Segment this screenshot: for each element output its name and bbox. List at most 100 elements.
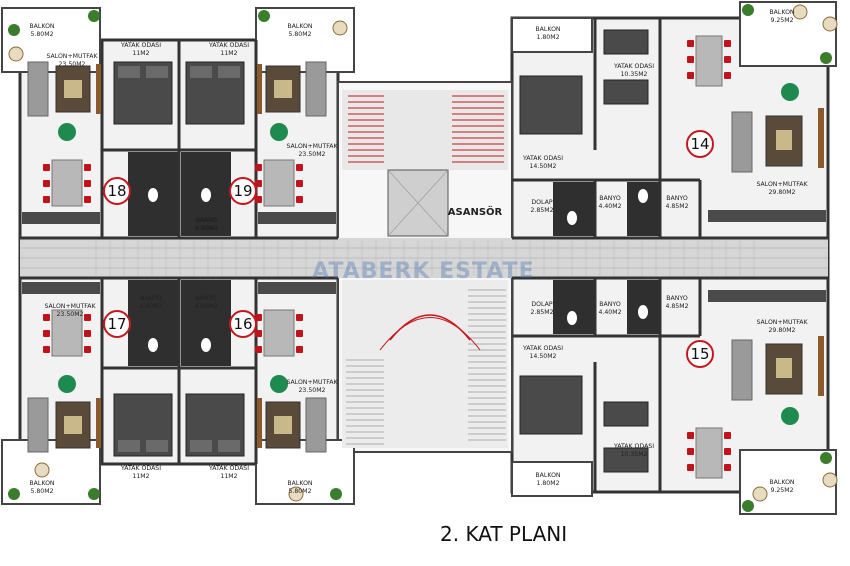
- room-area: 2.85M2: [530, 309, 553, 316]
- sofa-16: [305, 397, 327, 453]
- balcony-15-small: [511, 461, 593, 497]
- dining-table-18: [51, 159, 83, 207]
- dining-table-14: [695, 35, 723, 87]
- plan-title: 2. KAT PLANI: [440, 522, 568, 546]
- dining-chair: [84, 346, 91, 353]
- dining-chair: [687, 72, 694, 79]
- room-name: SALON+MUTFAK: [286, 379, 338, 386]
- dining-chair: [724, 72, 731, 79]
- unit-number-15: 15: [690, 345, 709, 363]
- bed-15-master: [519, 375, 583, 435]
- room-area: 4.00M2: [139, 303, 162, 310]
- room-area: 14.50M2: [530, 163, 557, 170]
- dining-chair: [255, 314, 262, 321]
- dining-chair: [296, 164, 303, 171]
- unit-number-circle-14: [686, 130, 714, 158]
- dining-chair: [687, 432, 694, 439]
- dining-chair: [296, 196, 303, 203]
- room-area: 9.25M2: [770, 17, 793, 24]
- room-area: 23.50M2: [59, 61, 86, 68]
- bath-14a: [553, 182, 595, 236]
- balcony-14-small: [511, 17, 593, 53]
- room-name: BALKON: [769, 9, 795, 16]
- room-name: BALKON: [769, 479, 795, 486]
- unit-number-circle-16: [229, 310, 257, 338]
- dining-chair: [255, 330, 262, 337]
- dining-chair: [84, 164, 91, 171]
- room-area: 11M2: [132, 473, 149, 480]
- bed-14-small: [603, 29, 649, 55]
- dining-chair: [296, 314, 303, 321]
- unit-number-circle-17: [103, 310, 131, 338]
- room-name: YATAK ODASI: [613, 63, 654, 70]
- room-name: BALKON: [535, 26, 561, 33]
- sofa-19: [305, 61, 327, 117]
- bed-14-master: [519, 75, 583, 135]
- dining-chair: [724, 56, 731, 63]
- dining-chair: [84, 196, 91, 203]
- room-name: YATAK ODASI: [208, 42, 249, 49]
- unit-number-circle-18: [103, 177, 131, 205]
- room-area: 4.40M2: [598, 309, 621, 316]
- dining-chair: [255, 164, 262, 171]
- room-name: BANYO: [195, 295, 217, 302]
- balcony-14-large: [739, 1, 837, 67]
- room-area: 29.80M2: [769, 327, 796, 334]
- dining-table-19: [263, 159, 295, 207]
- room-area: 5.80M2: [30, 31, 53, 38]
- room-name: YATAK ODASI: [208, 465, 249, 472]
- room-area: 29.80M2: [769, 189, 796, 196]
- room-name: BANYO: [599, 195, 621, 202]
- stair-top: [342, 90, 508, 170]
- dining-chair: [84, 330, 91, 337]
- room-area: 1.80M2: [536, 480, 559, 487]
- room-name: YATAK ODASI: [120, 465, 161, 472]
- room-area: 5.80M2: [288, 488, 311, 495]
- dining-chair: [255, 346, 262, 353]
- room-name: BANYO: [599, 301, 621, 308]
- dining-chair: [687, 464, 694, 471]
- room-area: 4.40M2: [598, 203, 621, 210]
- dining-chair: [724, 448, 731, 455]
- elevator-label: ASANSÖR: [448, 204, 503, 218]
- dining-chair: [296, 180, 303, 187]
- dining-chair: [687, 40, 694, 47]
- room-name: BANYO: [666, 195, 688, 202]
- room-area: 4.85M2: [665, 203, 688, 210]
- unit-number-16: 16: [233, 315, 252, 333]
- dining-chair: [687, 448, 694, 455]
- bed-14-small2: [603, 79, 649, 105]
- bed-15-small: [603, 401, 649, 427]
- balcony-19: [255, 7, 355, 73]
- dining-chair: [296, 330, 303, 337]
- dining-chair: [43, 346, 50, 353]
- room-name: SALON+MUTFAK: [756, 319, 808, 326]
- room-name: BANYO: [666, 295, 688, 302]
- room-area: 10.35M2: [621, 451, 648, 458]
- balcony-18: [1, 7, 101, 73]
- watermark: ATABERK ESTATE: [312, 259, 535, 284]
- room-area: 2.85M2: [530, 207, 553, 214]
- dining-chair: [724, 40, 731, 47]
- dining-chair: [255, 180, 262, 187]
